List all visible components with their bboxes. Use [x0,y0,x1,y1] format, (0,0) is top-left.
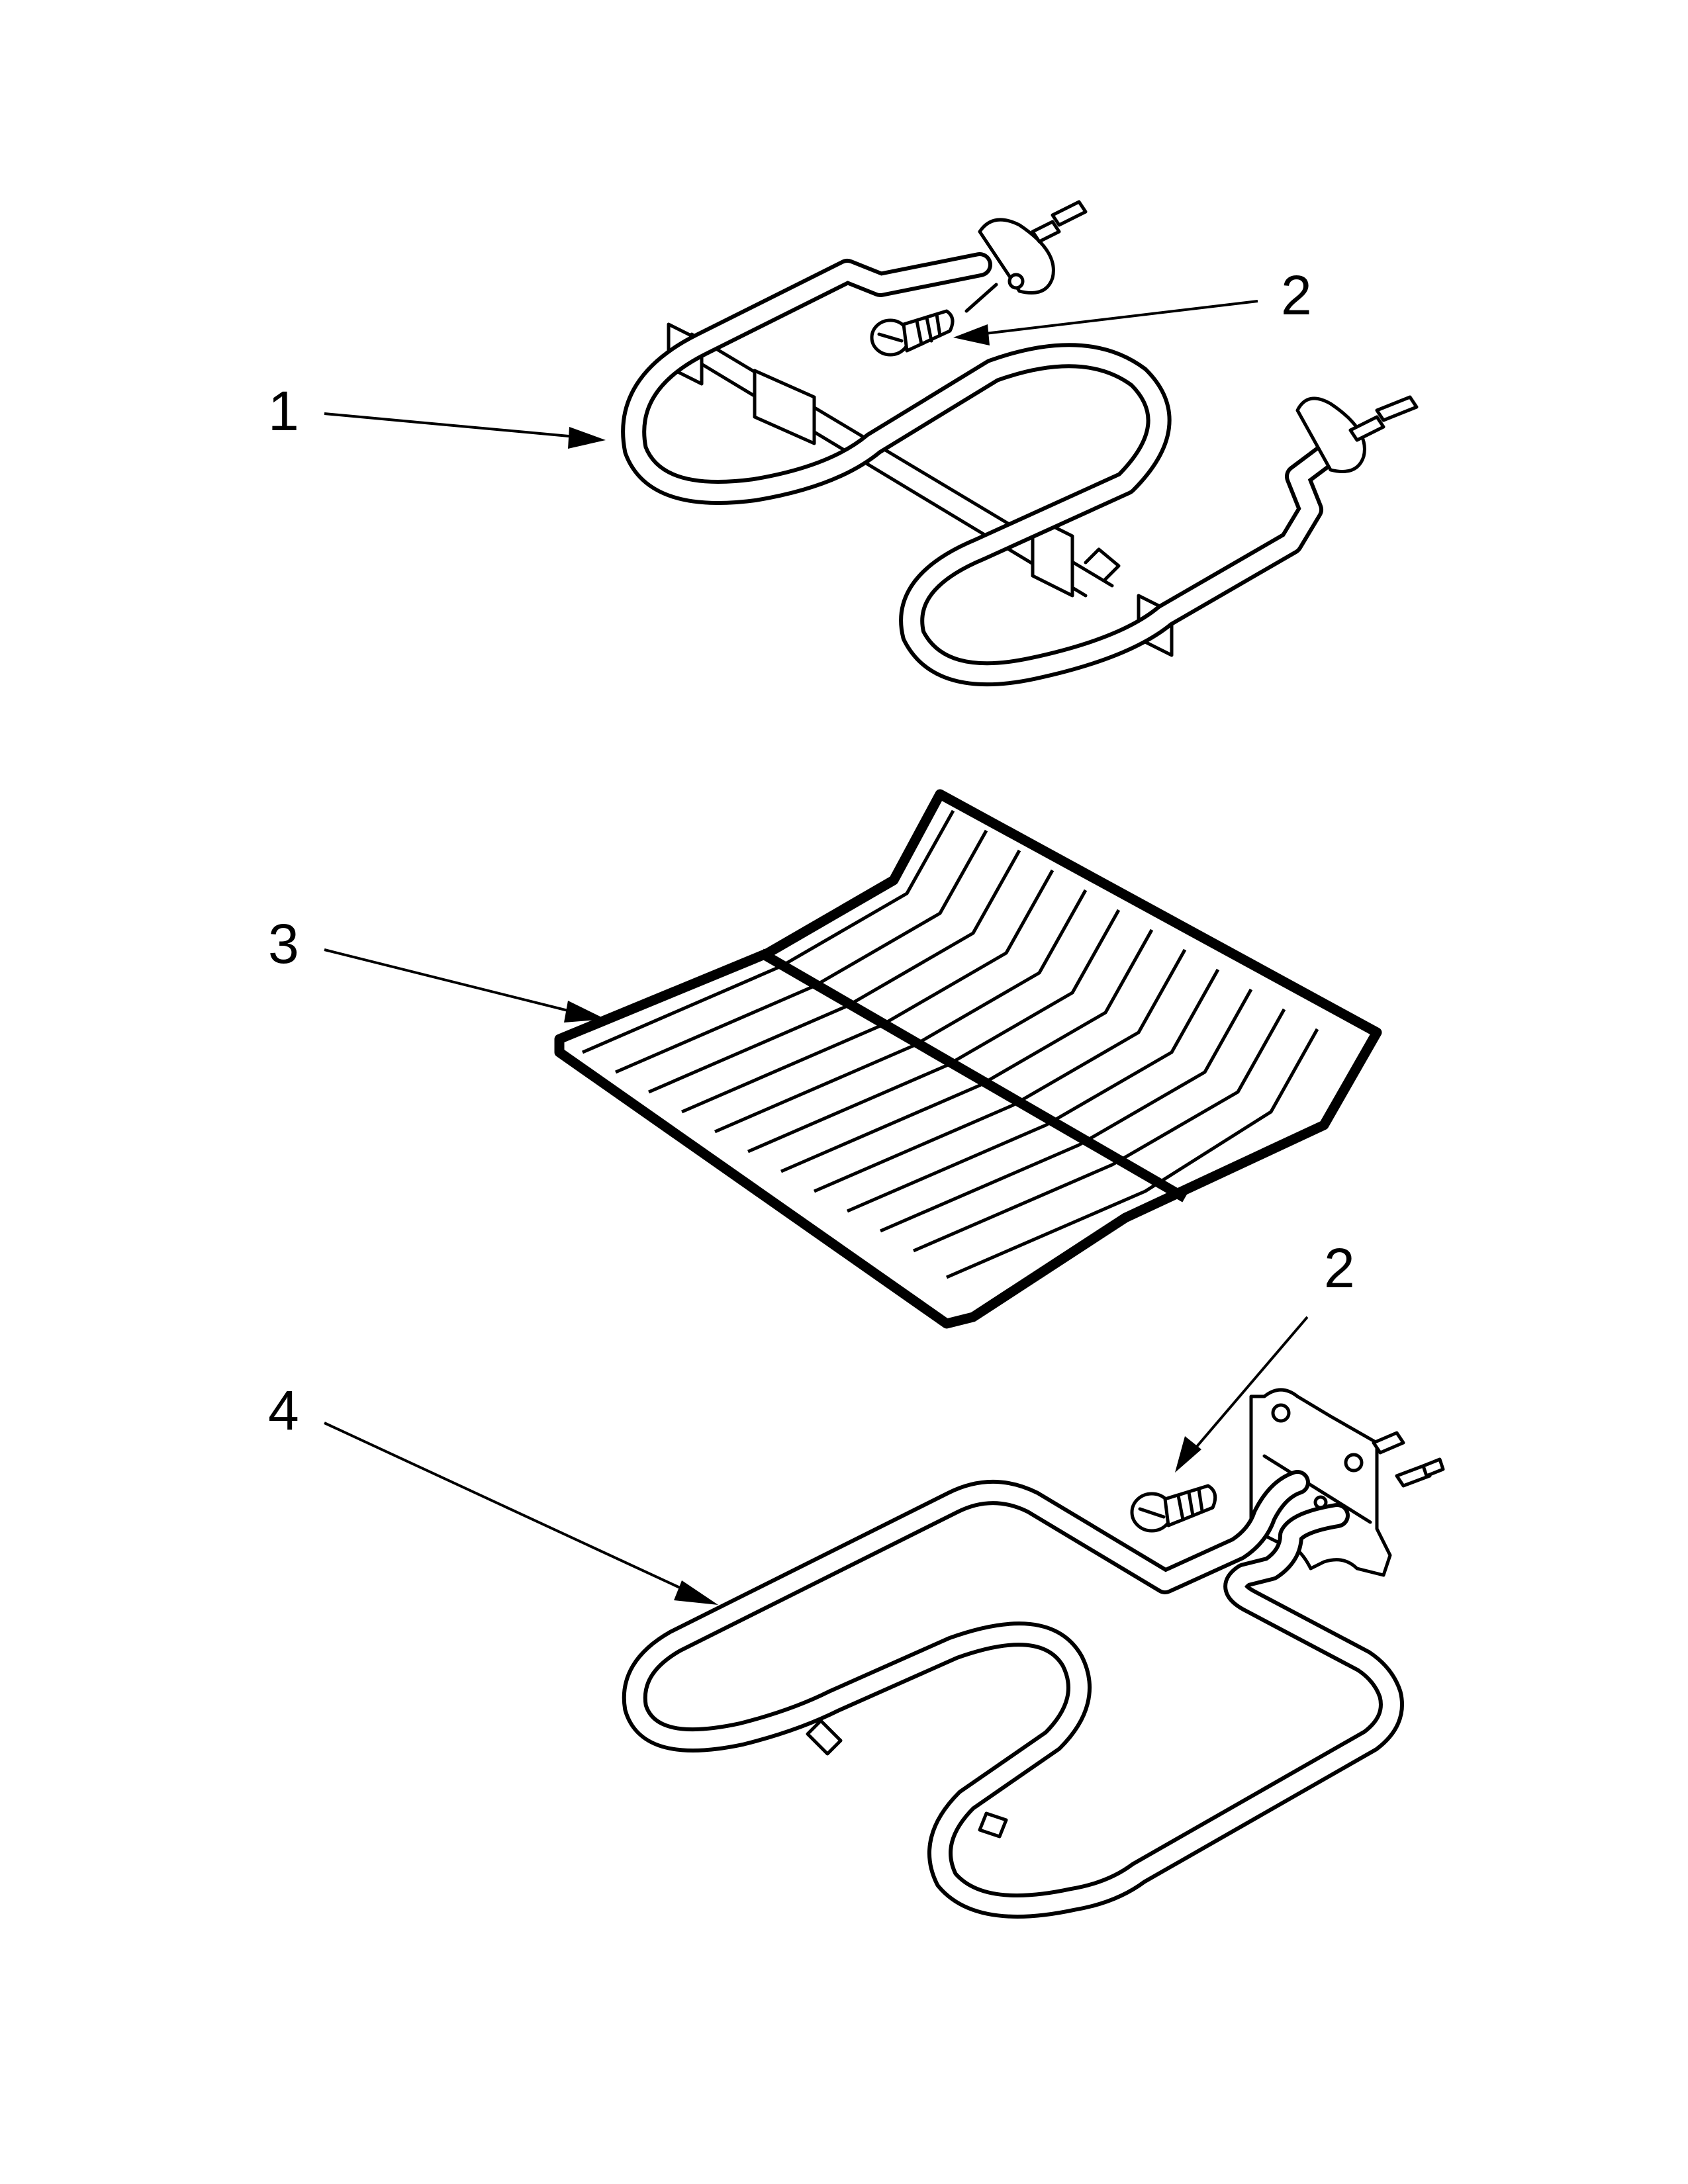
callout-2-lower: 2 [1175,1237,1355,1473]
callout-label-4: 4 [268,1379,299,1441]
rack-wires [582,809,1319,1279]
callout-3: 3 [268,913,606,1023]
callout-1: 1 [268,380,606,449]
arrowhead-4 [674,1580,718,1605]
callout-2-upper: 2 [953,264,1312,345]
callout-label-3: 3 [268,913,299,975]
terminal-right [1295,395,1419,473]
screw-lower [1130,1484,1217,1533]
leader-line-2-upper [979,300,1258,336]
callout-label-2-upper: 2 [1281,264,1312,326]
callout-4: 4 [268,1379,718,1605]
leader-line-3 [324,948,577,1014]
leader-line-2-lower [1190,1316,1309,1454]
terminal-top [964,200,1088,313]
bake-element [622,1388,1445,1919]
broil-tube [621,252,1336,687]
arrowhead-3 [564,1001,606,1023]
callout-label-1: 1 [268,380,299,442]
arrowhead-1 [568,427,606,449]
callout-label-2-lower: 2 [1324,1237,1355,1299]
screw-upper [870,309,955,357]
leader-line-4 [324,1422,689,1593]
arrowhead-2-lower [1175,1436,1201,1473]
bake-tube [622,1470,1404,1919]
arrowhead-2-upper [953,324,990,345]
leader-line-1 [324,412,577,438]
broil-element [621,200,1419,687]
oven-rack [554,789,1382,1329]
